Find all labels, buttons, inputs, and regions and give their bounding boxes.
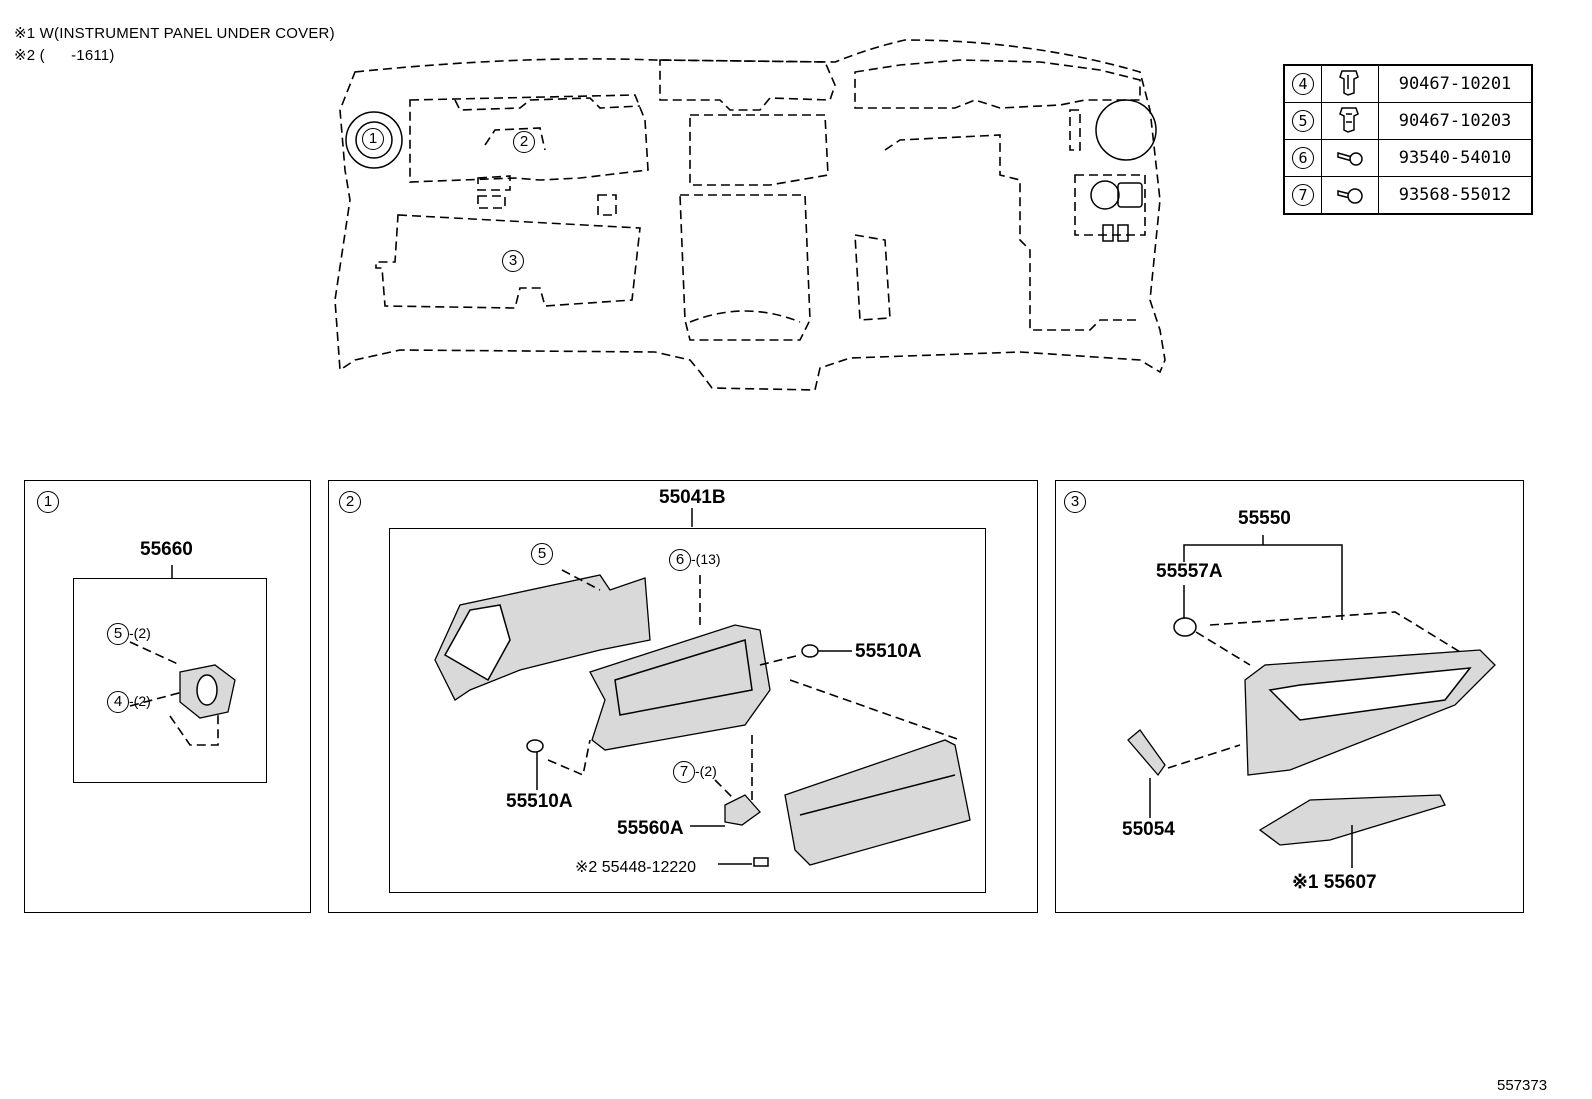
fastener-row: 7 93568-55012 bbox=[1283, 176, 1533, 215]
leader-line bbox=[1167, 744, 1241, 769]
assembly-box bbox=[389, 528, 986, 893]
fastener-row: 6 93540-54010 bbox=[1283, 139, 1533, 177]
callout-6[interactable]: 6-(13) bbox=[669, 549, 721, 571]
lower-panel-icon bbox=[589, 624, 771, 751]
fastener-table: 4 90467-10201 5 90467-10203 6 93540-5401… bbox=[1283, 64, 1533, 215]
hinge-icon bbox=[1127, 729, 1166, 777]
panel-index: 2 bbox=[339, 491, 361, 513]
part-label-55054[interactable]: 55054 bbox=[1122, 819, 1175, 840]
overview-callout-2[interactable]: 2 bbox=[513, 131, 535, 153]
leader-line bbox=[759, 654, 961, 741]
callout-5[interactable]: 5-(2) bbox=[107, 623, 151, 645]
assembly-label[interactable]: 55550 bbox=[1238, 508, 1291, 529]
glove-box-door-icon bbox=[784, 739, 971, 866]
overview-callout-1[interactable]: 1 bbox=[362, 128, 384, 150]
leader-line bbox=[1195, 611, 1466, 666]
part-label-55448[interactable]: ※2 55448-12220 bbox=[575, 859, 697, 876]
switch-square-icon bbox=[1117, 182, 1143, 208]
cushion-icon bbox=[1173, 617, 1197, 637]
fastener-part-number: 90467-10201 bbox=[1378, 64, 1533, 103]
leader-line bbox=[714, 735, 753, 801]
detail-panel-2: 2 55041B 5 6-(13) 55510A 55510A 7-(2) 55… bbox=[328, 480, 1038, 913]
panel-index: 1 bbox=[37, 491, 59, 513]
note-2: ※2 ( -1611) bbox=[14, 47, 115, 64]
panel-index: 3 bbox=[1064, 491, 1086, 513]
vent-right-icon bbox=[1095, 99, 1157, 161]
leader-line bbox=[129, 641, 181, 666]
small-part-icon bbox=[753, 857, 769, 867]
diagram-id: 557373 bbox=[1497, 1077, 1548, 1094]
dashboard-outline bbox=[334, 39, 1166, 391]
fastener-part-number: 93540-54010 bbox=[1378, 139, 1533, 177]
overview-callout-3[interactable]: 3 bbox=[502, 250, 524, 272]
switch-knob-icon bbox=[196, 674, 218, 706]
vent-left-icon bbox=[345, 111, 403, 169]
assembly-label[interactable]: 55660 bbox=[140, 539, 193, 560]
fastener-part-number: 90467-10203 bbox=[1378, 102, 1533, 140]
assembly-box bbox=[73, 578, 267, 783]
note-1: ※1 W(INSTRUMENT PANEL UNDER COVER) bbox=[14, 25, 335, 42]
part-label-55560a[interactable]: 55560A bbox=[617, 818, 684, 839]
under-cover-icon bbox=[1258, 794, 1446, 846]
fastener-part-number: 93568-55012 bbox=[1378, 176, 1533, 215]
stopper-icon bbox=[724, 794, 761, 826]
switch-knob-icon bbox=[1090, 180, 1120, 210]
leader-line bbox=[547, 739, 591, 777]
door-inner-icon bbox=[1268, 667, 1472, 721]
screw-icon bbox=[1321, 139, 1379, 177]
part-label-55557a[interactable]: 55557A bbox=[1156, 561, 1223, 582]
vent-left-inner bbox=[355, 121, 393, 159]
assembly-label[interactable]: 55041B bbox=[659, 487, 726, 508]
detail-panel-3: 3 55550 55557A 55054 ※1 55607 bbox=[1055, 480, 1524, 913]
fastener-row: 5 90467-10203 bbox=[1283, 102, 1533, 140]
door-crease bbox=[799, 774, 956, 816]
cushion-icon bbox=[526, 739, 544, 753]
switch-small-b bbox=[1117, 224, 1129, 242]
switch-small-a bbox=[1102, 224, 1114, 242]
part-label-55607[interactable]: ※1 55607 bbox=[1292, 872, 1377, 893]
leader-line bbox=[561, 569, 701, 625]
fastener-ref: 6 bbox=[1283, 139, 1322, 177]
panel-opening bbox=[614, 639, 753, 716]
leader-line bbox=[1183, 535, 1343, 620]
leader-line bbox=[129, 689, 219, 746]
fastener-ref: 7 bbox=[1283, 176, 1322, 215]
screw-icon bbox=[1321, 176, 1379, 215]
part-label-55510a-left[interactable]: 55510A bbox=[506, 791, 573, 812]
callout-7[interactable]: 7-(2) bbox=[673, 761, 717, 783]
fastener-ref: 5 bbox=[1283, 102, 1322, 140]
part-label-55510a-right[interactable]: 55510A bbox=[855, 641, 922, 662]
callout-5[interactable]: 5 bbox=[531, 543, 553, 565]
frame-side-icon bbox=[443, 604, 511, 682]
